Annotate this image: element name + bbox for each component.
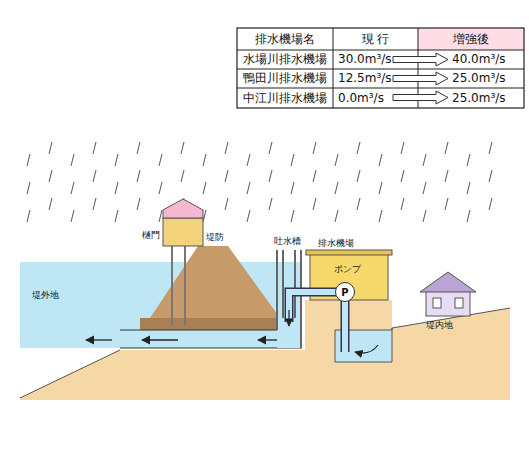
table-header: 増強後 <box>418 28 524 50</box>
part-label: ポンプ <box>334 264 361 275</box>
gate <box>163 199 203 325</box>
pump-symbol: P <box>335 282 355 302</box>
table-cell: 中江川排水機場 <box>237 88 333 108</box>
table-arrows <box>393 53 448 104</box>
table-cell: 0.0m³/s <box>338 88 392 108</box>
table-cell: 25.0m³/s <box>452 88 522 108</box>
table-cell: 鴨田川排水機場 <box>237 69 333 88</box>
area-label: 堤外地 <box>32 290 59 301</box>
table-header: 現 行 <box>333 28 418 50</box>
house <box>420 272 476 316</box>
levee <box>150 246 280 318</box>
area-label: 堤内地 <box>426 320 453 331</box>
table-cell: 水場川排水機場 <box>237 50 333 69</box>
table-header: 排水機場名 <box>237 28 333 50</box>
table-grid <box>237 28 524 108</box>
pipe <box>289 292 345 352</box>
flow-arrows <box>86 339 285 340</box>
table-cell: 12.5m³/s <box>338 69 392 88</box>
table-cell: 25.0m³/s <box>452 69 522 88</box>
pump-letter: P <box>341 287 348 298</box>
table-cell: 30.0m³/s <box>338 50 392 69</box>
rain <box>20 140 510 226</box>
part-label: 吐水槽 <box>274 236 301 247</box>
part-label: 排水機場 <box>318 238 354 249</box>
part-label: 樋門 <box>142 230 160 241</box>
culvert <box>20 330 302 348</box>
table-cell: 40.0m³/s <box>452 50 522 69</box>
part-label: 堤防 <box>206 232 224 243</box>
